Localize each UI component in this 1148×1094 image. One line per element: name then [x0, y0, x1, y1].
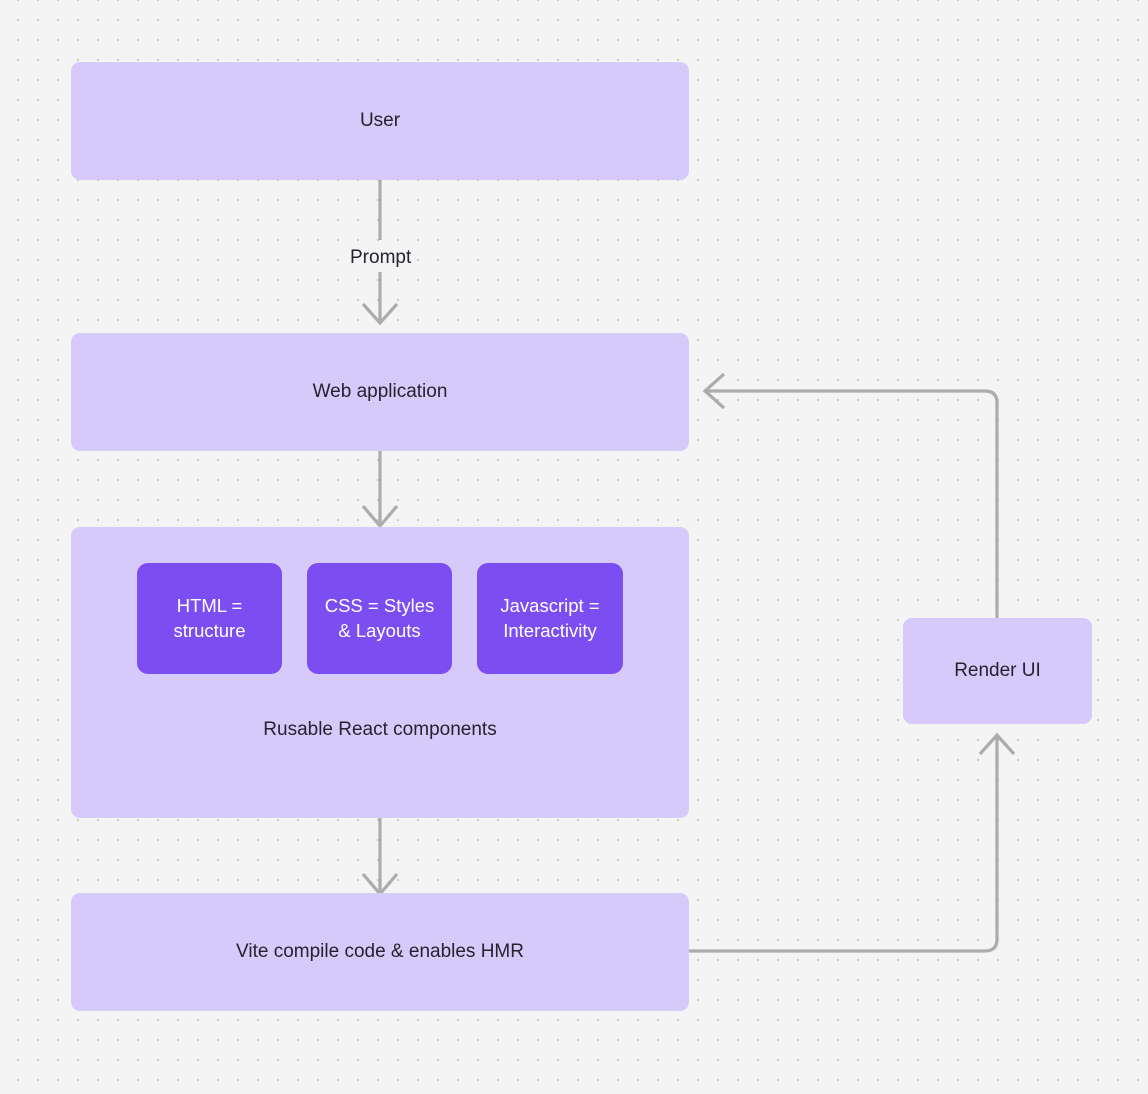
node-js-block[interactable]: Javascript = Interactivity: [477, 563, 623, 674]
node-web-application-label: Web application: [312, 381, 448, 403]
components-group-caption: Rusable React components: [71, 719, 689, 741]
edge-components-to-vite: [361, 818, 399, 897]
node-vite[interactable]: Vite compile code & enables HMR: [71, 893, 689, 1011]
node-web-application[interactable]: Web application: [71, 333, 689, 451]
edge-label-prompt-text: Prompt: [350, 247, 412, 268]
node-user[interactable]: User: [71, 62, 689, 180]
edge-web-application-to-components: [361, 451, 399, 529]
node-css-block[interactable]: CSS = Styles & Layouts: [307, 563, 452, 674]
node-js-block-line2: Interactivity: [503, 619, 597, 641]
node-render-ui[interactable]: Render UI: [903, 618, 1092, 724]
node-js-block-line1: Javascript =: [500, 594, 600, 616]
edge-vite-to-render-ui: [689, 732, 1016, 953]
edge-render-ui-to-web-application: [702, 372, 999, 618]
node-css-block-line2: & Layouts: [338, 619, 421, 641]
node-html-block-line1: HTML =: [176, 594, 243, 616]
node-css-block-line1: CSS = Styles: [324, 594, 435, 616]
components-group-caption-text: Rusable React components: [263, 719, 497, 740]
edge-user-to-web-application: [361, 180, 399, 326]
node-render-ui-label: Render UI: [954, 660, 1041, 682]
node-html-block-line2: structure: [173, 619, 246, 641]
node-vite-label: Vite compile code & enables HMR: [236, 941, 524, 963]
edge-label-prompt[interactable]: Prompt: [344, 245, 418, 271]
node-html-block[interactable]: HTML = structure: [137, 563, 282, 674]
node-user-label: User: [359, 110, 401, 132]
